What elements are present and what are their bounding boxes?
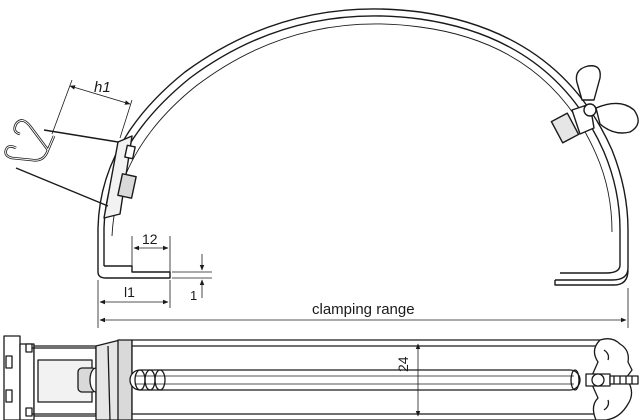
band-middle-arc (111, 23, 613, 237)
wing-nut (550, 65, 639, 144)
dimension-lines (51, 79, 629, 328)
end-block (3, 335, 21, 420)
hook-inner (5, 120, 55, 161)
band-inner-arc (103, 15, 621, 274)
clamp-band-side-view (4, 8, 639, 286)
left-foot (97, 265, 171, 279)
dim-h1: h1 (94, 79, 111, 96)
clip-screw-block (117, 173, 137, 199)
dim-12: 12 (142, 231, 158, 247)
clip-nub (124, 144, 136, 160)
rod (129, 369, 581, 391)
dim-l1: l1 (124, 284, 135, 300)
band-outer-arc (97, 8, 629, 281)
dim-1: 1 (190, 288, 197, 303)
dim-clamping-range: clamping range (312, 301, 415, 318)
right-foot (554, 269, 629, 286)
clamp-band-top-view (3, 335, 639, 420)
spring-lever (15, 129, 119, 207)
dim-24: 24 (395, 356, 411, 372)
